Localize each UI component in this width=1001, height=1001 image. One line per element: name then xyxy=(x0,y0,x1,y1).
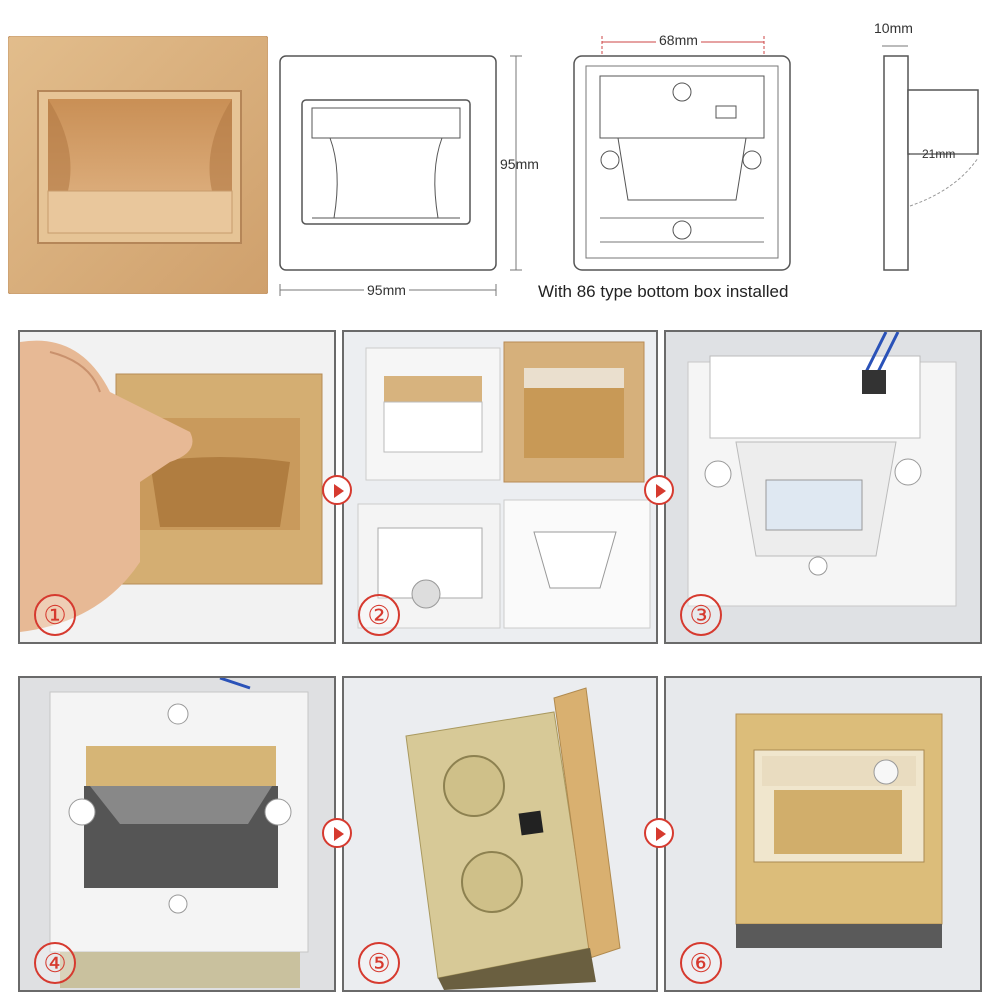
product-photo xyxy=(8,36,268,294)
step-5-panel: ⑤ xyxy=(342,676,658,992)
arrow-right-icon xyxy=(322,818,352,848)
arrow-right-icon xyxy=(644,818,674,848)
arrow-right-icon xyxy=(644,475,674,505)
step-6-panel: ⑥ xyxy=(664,676,982,992)
step-6-number: ⑥ xyxy=(680,942,722,984)
back-view-drawing xyxy=(568,30,798,280)
step-2-number: ② xyxy=(358,594,400,636)
step-4-number: ④ xyxy=(34,942,76,984)
side-view-drawing xyxy=(876,40,996,280)
step-3-panel: ③ xyxy=(664,330,982,644)
step-4-panel: ④ xyxy=(18,676,336,992)
width-dimension: 95mm xyxy=(364,282,409,298)
step-3-number: ③ xyxy=(680,594,722,636)
arrow-right-icon xyxy=(322,475,352,505)
step-1-panel: ① xyxy=(18,330,336,644)
step-5-number: ⑤ xyxy=(358,942,400,984)
installation-caption: With 86 type bottom box installed xyxy=(538,282,789,301)
step-2-panel: ② xyxy=(342,330,658,644)
protrusion-dimension: 21mm xyxy=(922,147,956,161)
height-dimension: 95mm xyxy=(500,156,539,172)
step-1-number: ① xyxy=(34,594,76,636)
depth-dimension: 10mm xyxy=(874,20,913,36)
box-width-dimension: 68mm xyxy=(656,32,701,48)
front-view-drawing xyxy=(270,50,560,300)
